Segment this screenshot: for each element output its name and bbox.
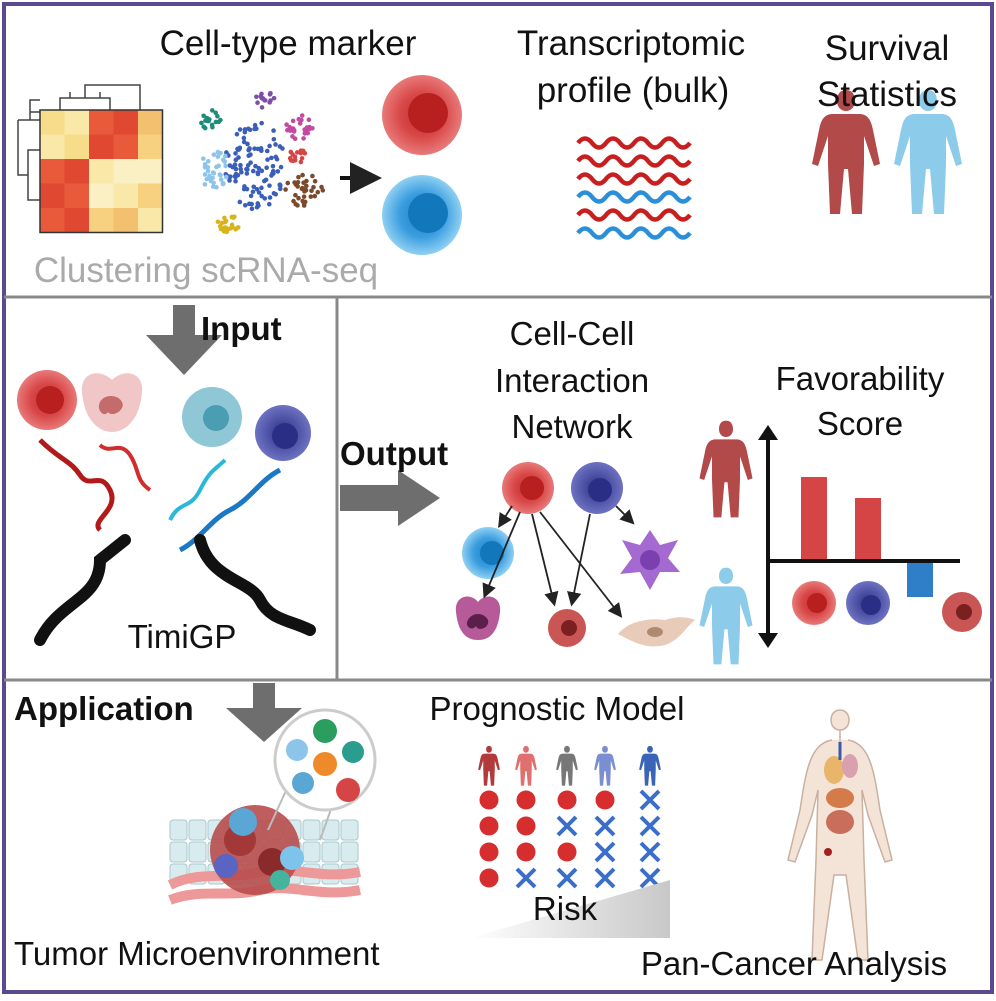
pancancer-label: Pan-Cancer Analysis: [641, 945, 947, 982]
y-axis-arrow-down: [758, 633, 778, 648]
network-label-2: Interaction: [495, 362, 649, 399]
red-cell-icon: [792, 581, 836, 625]
favorability-bar: [855, 498, 881, 561]
neutrophil-icon: [81, 373, 143, 432]
neutrophil-icon: [455, 596, 501, 640]
human-red-icon: [699, 420, 753, 518]
red-cell-icon: [382, 75, 462, 155]
transcriptomic-label-2: profile (bulk): [537, 71, 730, 110]
tumor-cell-icon: [942, 592, 982, 632]
blue-cell-icon: [382, 175, 462, 255]
tissue-icon: [167, 805, 361, 905]
heatmap-icon: [17, 84, 164, 234]
input-arrow: [146, 305, 222, 375]
gp-curve-left: [34, 534, 131, 646]
favorability-bars: [801, 477, 933, 597]
network-arrows: [482, 505, 635, 618]
transcriptomic-label-1: Transcriptomic: [517, 24, 745, 63]
gp-curve-right: [194, 534, 316, 636]
navy-cell-icon: [846, 581, 890, 625]
gene-line-cyan: [168, 458, 227, 521]
favorability-bar: [801, 477, 827, 561]
human-blue-icon: [894, 90, 962, 214]
gene-line-red-2: [98, 443, 152, 492]
human-blue-icon: [699, 567, 753, 665]
input-label: Input: [201, 310, 282, 347]
favorability-label-2: Score: [817, 405, 903, 442]
application-arrow: [226, 683, 302, 742]
red-cell-icon: [502, 462, 554, 514]
red-cell-icon: [17, 370, 77, 430]
navy-cell-icon: [255, 405, 311, 461]
human-anatomy-icon: [787, 709, 893, 961]
risk-wedge: [470, 880, 670, 938]
risk-label: Risk: [533, 890, 598, 927]
application-label: Application: [14, 690, 194, 727]
marker-label: Cell-type marker: [160, 24, 417, 63]
prognostic-grid: [479, 789, 661, 889]
timigp-label: TimiGP: [128, 618, 237, 655]
prognostic-humans: [478, 745, 661, 786]
tsne-icon: [199, 91, 326, 235]
gene-line-red: [38, 438, 115, 532]
wave-icon: [576, 136, 692, 240]
favorability-label-1: Favorability: [776, 360, 945, 397]
tumor-cell-icon: [548, 609, 586, 647]
y-axis-arrow-up: [758, 425, 778, 440]
blue-cell-icon: [462, 527, 514, 579]
zoom-circle: [273, 708, 377, 812]
favorability-bar: [907, 561, 933, 597]
prognostic-label: Prognostic Model: [430, 690, 685, 727]
human-red-icon: [812, 90, 880, 214]
network-label-3: Network: [511, 408, 633, 445]
output-label: Output: [340, 435, 448, 472]
network-label-1: Cell-Cell: [510, 315, 635, 352]
survival-label-1: Survival: [825, 29, 949, 68]
fibroblast-icon: [618, 617, 695, 647]
output-arrow: [340, 470, 440, 526]
tme-label: Tumor Microenvironment: [14, 935, 380, 972]
dendritic-icon: [620, 530, 680, 590]
survival-label-2: Statistics: [817, 75, 957, 114]
navy-cell-icon: [571, 462, 623, 514]
blue-cell-icon: [182, 387, 242, 447]
clustering-label: Clustering scRNA-seq: [34, 251, 378, 290]
